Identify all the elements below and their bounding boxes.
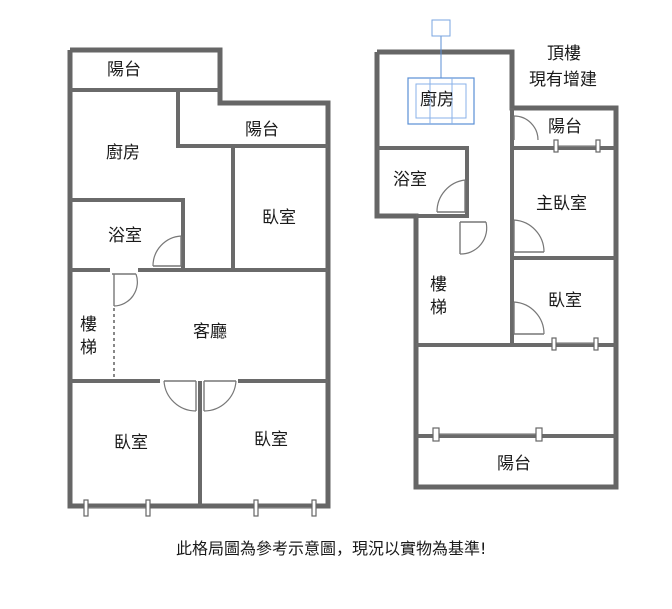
left-balcony-top-label: 陽台 (107, 60, 141, 80)
right-annotation-line2: 現有增建 (529, 70, 597, 90)
right-stairs-label: 樓梯 (430, 275, 447, 318)
right-annotation-line1: 頂樓 (547, 44, 581, 64)
left-plan-doors (112, 235, 237, 412)
left-stairs-label: 樓梯 (80, 315, 97, 358)
right-plan-doors (436, 115, 545, 335)
kitchen-selection-box (407, 19, 475, 125)
left-balcony-mid-label: 陽台 (245, 120, 279, 140)
disclaimer-note: 此格局圖為參考示意圖，現況以實物為基準! (176, 539, 487, 558)
right-bedroom-label: 臥室 (548, 291, 582, 311)
right-balcony-top-label: 陽台 (548, 117, 582, 137)
left-bedroom-right-label: 臥室 (262, 208, 296, 228)
left-plan-windows (83, 499, 317, 517)
left-bathroom-label: 浴室 (108, 226, 142, 246)
left-living-room-label: 客廳 (193, 322, 227, 342)
right-kitchen-label: 廚房 (420, 90, 454, 110)
left-kitchen-label: 廚房 (106, 143, 140, 163)
right-balcony-bottom-label: 陽台 (497, 454, 531, 474)
left-bedroom-bottom-right-label: 臥室 (254, 430, 288, 450)
right-plan-windows (432, 139, 601, 442)
left-plan-walls (67, 47, 331, 509)
left-bedroom-bottom-left-label: 臥室 (114, 433, 148, 453)
right-bathroom-label: 浴室 (393, 170, 427, 190)
right-master-bedroom-label: 主臥室 (536, 194, 587, 214)
